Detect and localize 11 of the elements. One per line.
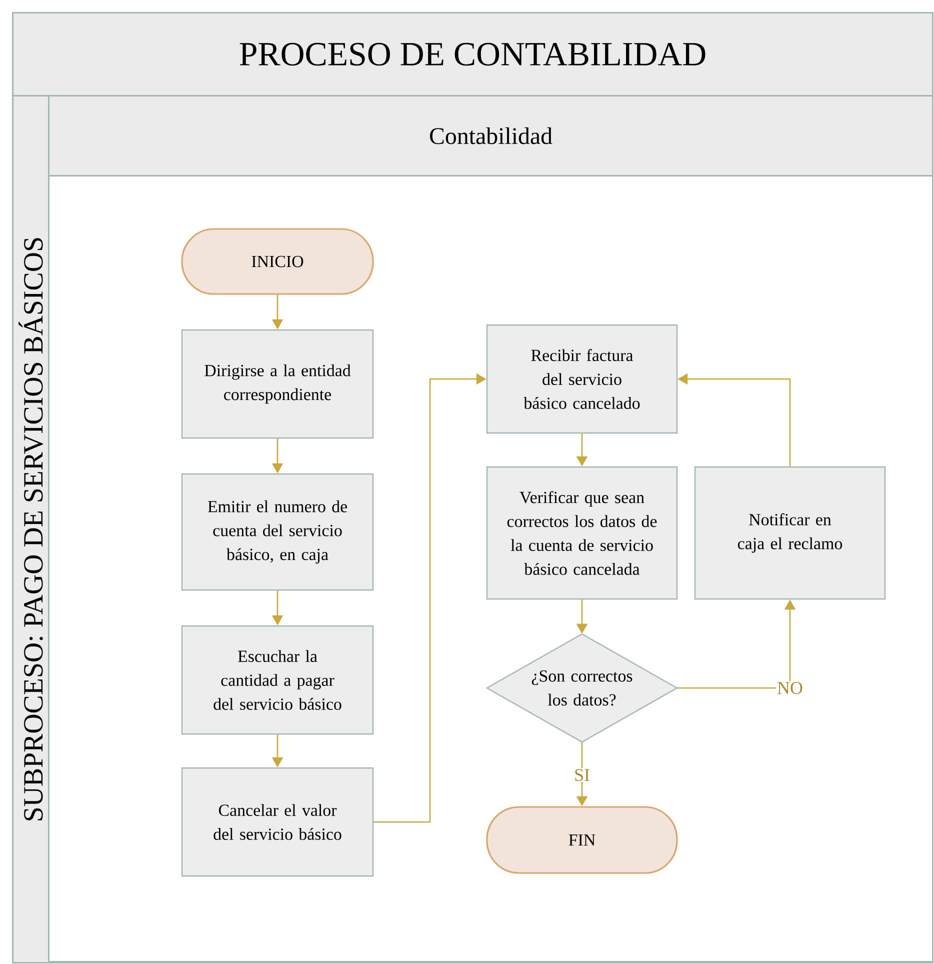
process-box: Verificar que sean correctos los datos de la cuenta de servicio básico cancelada	[486, 466, 678, 600]
process-box: Notificar en caja el reclamo	[694, 466, 886, 600]
process-box: Escuchar la cantidad a pagar del servicio básico	[181, 625, 374, 735]
terminal-box: FIN	[486, 806, 678, 874]
edge-label: NO	[776, 680, 804, 696]
edge-label: SI	[573, 768, 591, 782]
process-box: Recibir factura del servicio básico cancelado	[486, 324, 678, 434]
process-box: Cancelar el valor del servicio básico	[181, 767, 374, 877]
terminal-box: INICIO	[181, 228, 374, 295]
process-box: Dirigirse a la entidad correspondiente	[181, 329, 374, 439]
process-box: Emitir el numero de cuenta del servicio básico, en caja	[181, 473, 374, 591]
